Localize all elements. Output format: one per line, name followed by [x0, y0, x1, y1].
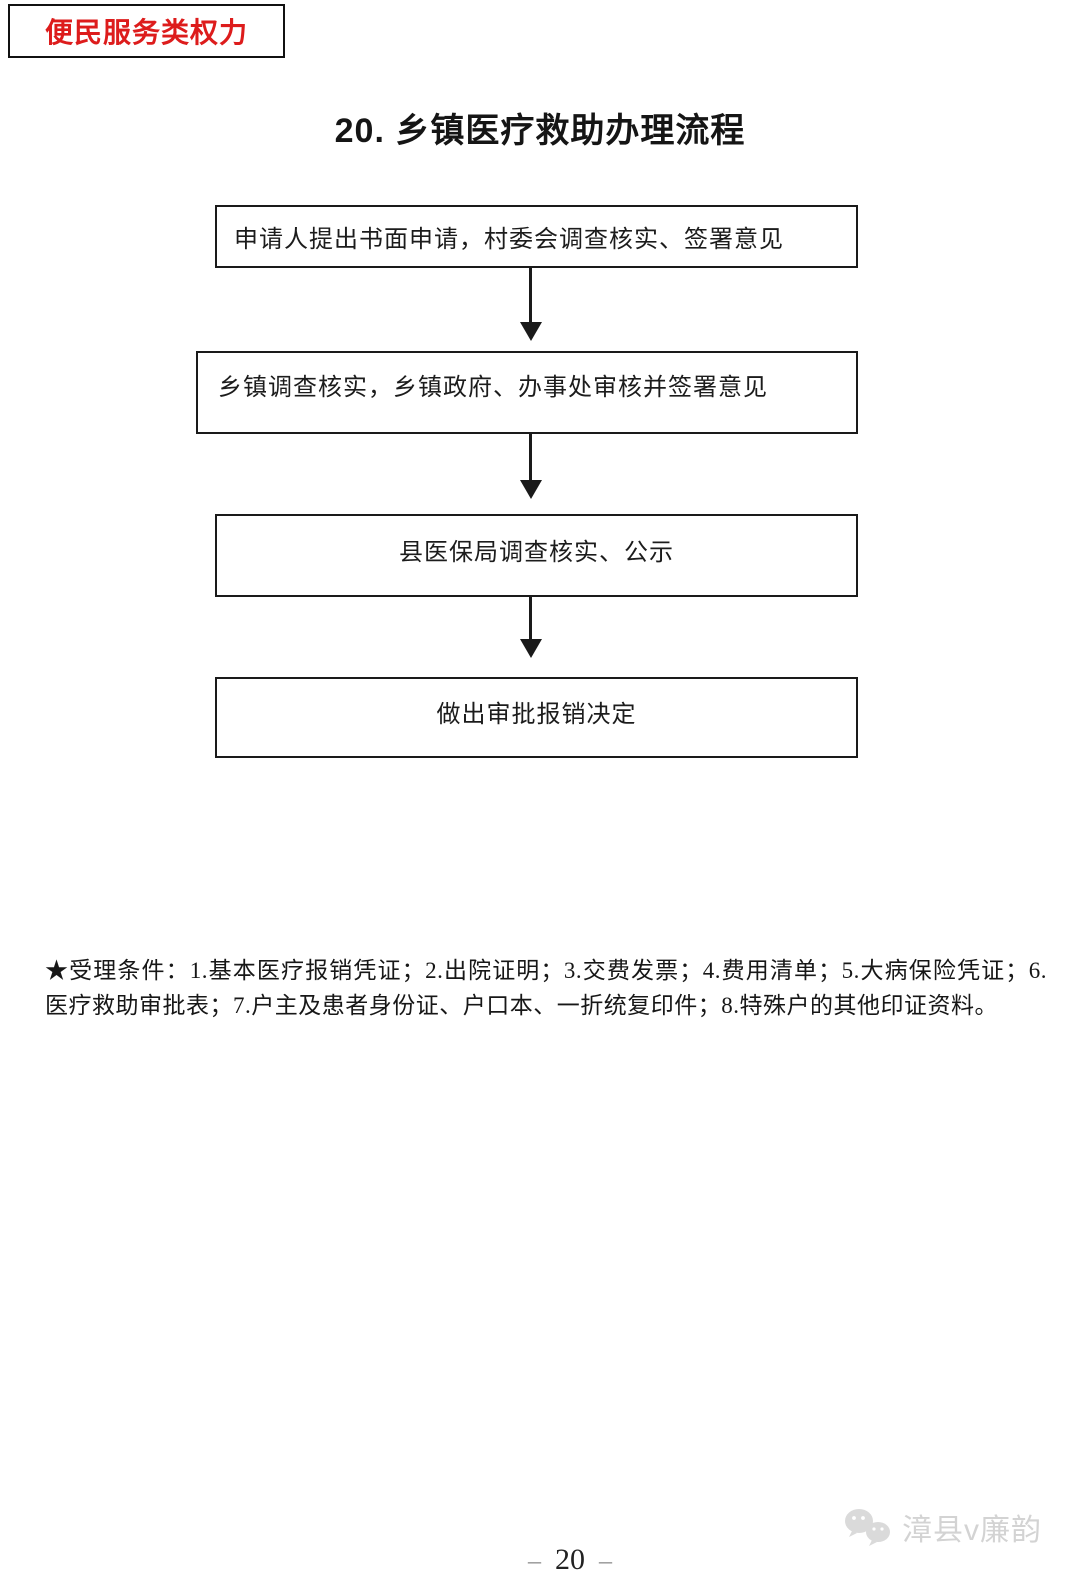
page-number: –20–	[460, 1543, 680, 1577]
flow-step-1-label: 申请人提出书面申请，村委会调查核实、签署意见	[234, 227, 784, 253]
flow-arrow-3	[529, 597, 532, 639]
category-label-box: 便民服务类权力	[8, 4, 285, 58]
flow-step-4: 做出审批报销决定	[215, 677, 858, 758]
flow-step-2-label: 乡镇调查核实，乡镇政府、办事处审核并签署意见	[218, 375, 768, 401]
watermark-text: 漳县v廉韵	[902, 1514, 1042, 1547]
flow-step-3: 县医保局调查核实、公示	[215, 514, 858, 597]
flow-arrow-2	[529, 434, 532, 480]
page-number-value: 20	[555, 1543, 585, 1576]
flow-step-3-label: 县医保局调查核实、公示	[399, 540, 674, 566]
flow-step-4-label: 做出审批报销决定	[436, 702, 637, 728]
page-number-prefix-dash: –	[528, 1546, 541, 1575]
category-label: 便民服务类权力	[44, 17, 248, 48]
wechat-icon	[842, 1506, 894, 1548]
watermark: 漳县v廉韵	[842, 1505, 1042, 1549]
page-number-suffix-dash: –	[599, 1546, 612, 1575]
acceptance-conditions-note: ★受理条件：1.基本医疗报销凭证；2.出院证明；3.交费发票；4.费用清单；5.…	[45, 958, 1047, 1018]
page-title: 20. 乡镇医疗救助办理流程	[334, 112, 746, 150]
flow-arrow-1	[529, 268, 532, 322]
flow-step-2: 乡镇调查核实，乡镇政府、办事处审核并签署意见	[196, 351, 858, 434]
flow-step-1: 申请人提出书面申请，村委会调查核实、签署意见	[215, 205, 858, 268]
